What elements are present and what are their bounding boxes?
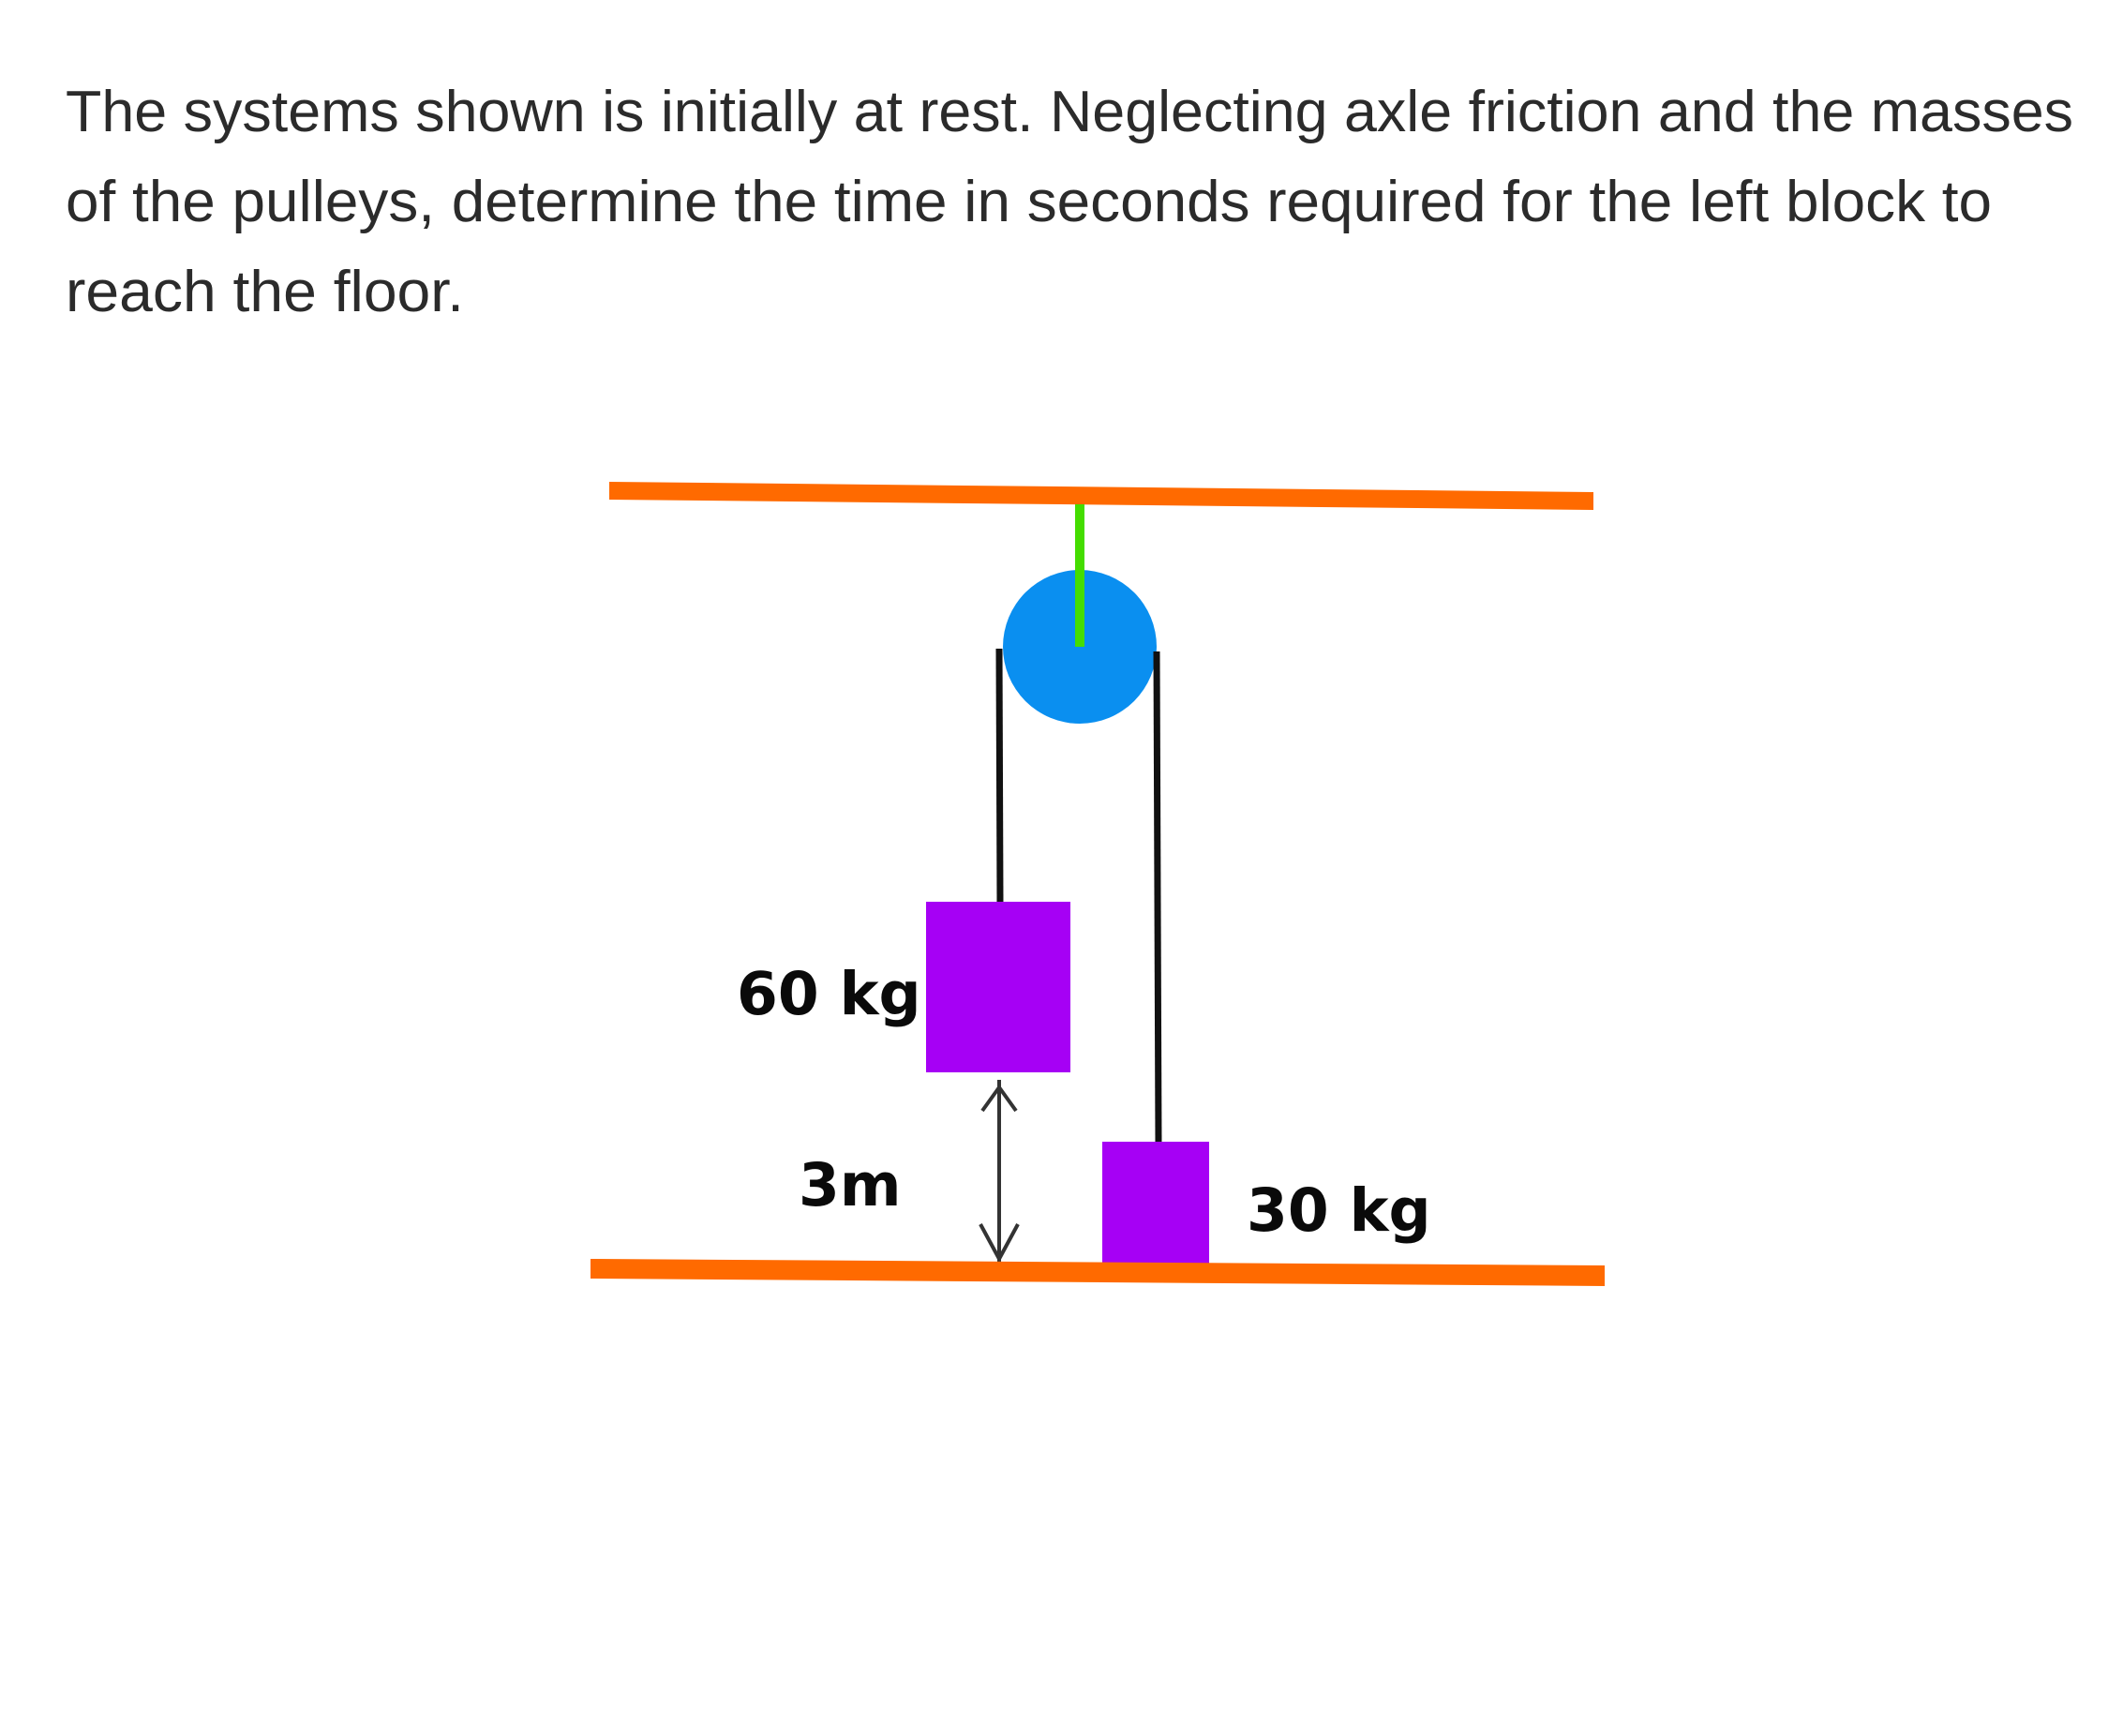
- floor-bar: [591, 1259, 1605, 1286]
- ceiling-bar: [609, 482, 1593, 510]
- support-rod-overlay: [1075, 562, 1084, 647]
- right-block: [1102, 1142, 1209, 1267]
- right-block-label: 30 kg: [1247, 1176, 1431, 1245]
- problem-statement: The systems shown is initially at rest. …: [66, 80, 2073, 324]
- distance-label: 3m: [799, 1151, 901, 1220]
- left-block-label: 60 kg: [737, 960, 921, 1028]
- dimension-arrow: [979, 1080, 1020, 1264]
- left-block: [926, 902, 1070, 1072]
- problem-line-2: of the pulleys, determine the time in se…: [66, 170, 1992, 234]
- left-rope: [995, 648, 1004, 905]
- problem-line-1: The systems shown is initially at rest. …: [66, 80, 2073, 144]
- right-rope: [1153, 651, 1162, 1146]
- problem-line-3: reach the floor.: [66, 260, 464, 324]
